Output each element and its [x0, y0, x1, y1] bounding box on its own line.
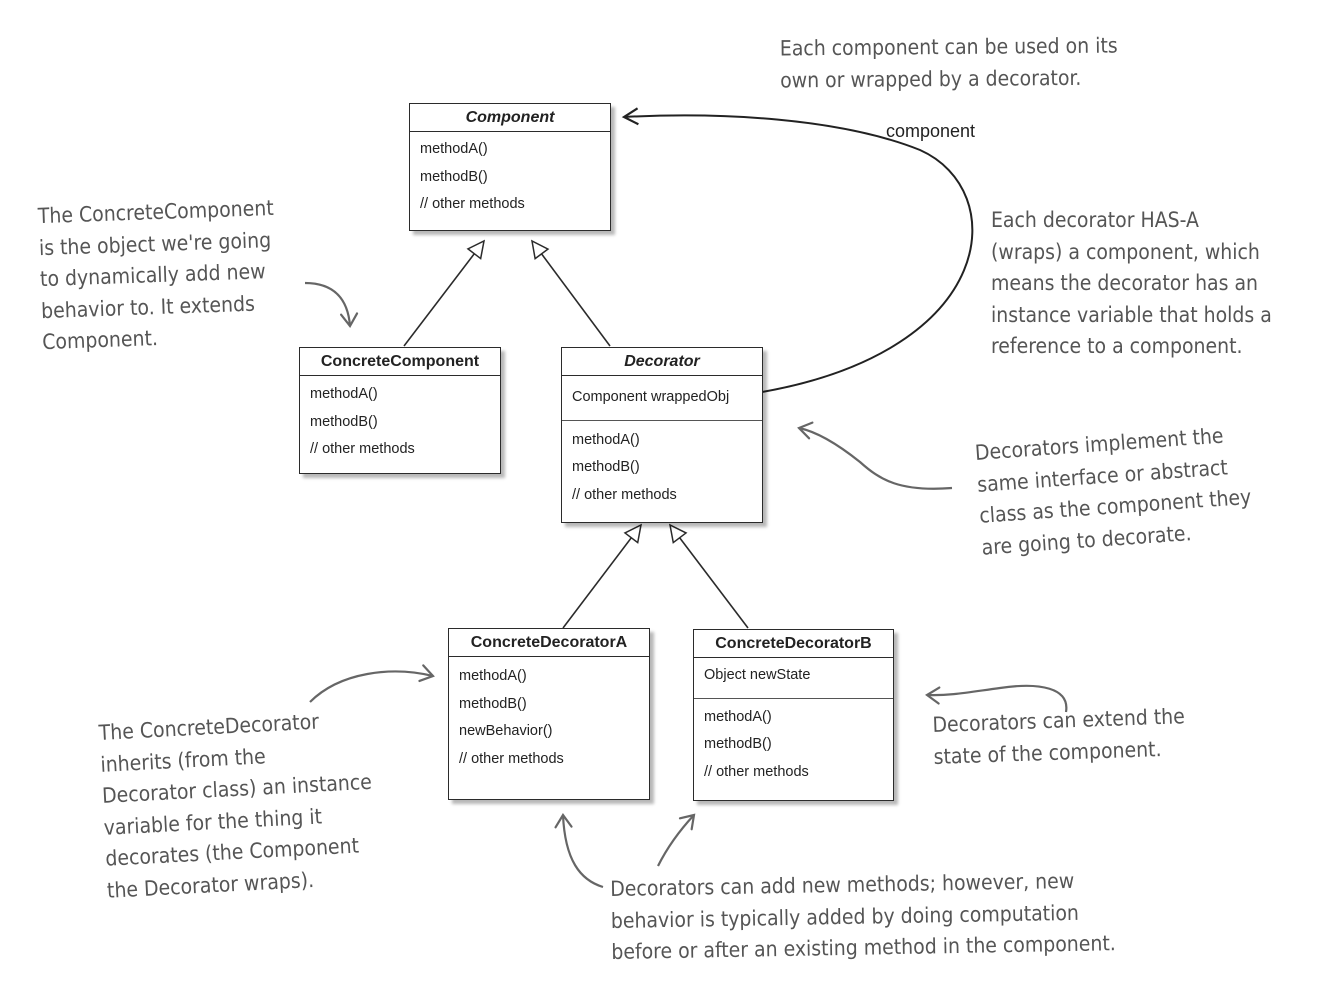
note-arrow-new-methods-a — [554, 813, 604, 889]
association-curve — [621, 107, 974, 393]
methods-section: methodA() methodB() // other methods — [694, 699, 893, 793]
methods-section: methodA() methodB() // other methods — [300, 376, 500, 470]
note-line: Each component can be used on its — [779, 33, 1118, 61]
inherit-concretecomponent-line — [403, 239, 486, 347]
class-concrete-decorator-b: ConcreteDecoratorB Object newState metho… — [693, 629, 894, 801]
method: // other methods — [704, 763, 809, 780]
method: // other methods — [420, 196, 525, 212]
class-concrete-decorator-a: ConcreteDecoratorA methodA() methodB() n… — [448, 628, 650, 800]
note-extend-state: Decorators can extend the state of the c… — [932, 701, 1186, 773]
method: methodB() — [420, 168, 488, 185]
class-concrete-component: ConcreteComponent methodA() methodB() //… — [299, 347, 501, 474]
inherit-decoratora-line — [562, 523, 643, 629]
note-line: Each decorator HAS-A — [991, 208, 1199, 232]
note-same-interface: Decorators implement the same interface … — [974, 419, 1255, 564]
note-line: means the decorator has an — [991, 271, 1259, 295]
method: // other methods — [572, 486, 677, 503]
note-has-a: Each decorator HAS-A (wraps) a component… — [991, 205, 1272, 363]
class-name: ConcreteDecoratorA — [449, 629, 649, 657]
note-arrow-same-interface — [797, 421, 953, 490]
association-label: component — [886, 121, 976, 141]
attribute: Component wrappedObj — [572, 389, 730, 405]
note-arrow-extend-state — [925, 684, 1068, 713]
methods-section: methodA() methodB() // other methods — [410, 132, 610, 225]
methods-section: methodA() methodB() // other methods — [562, 421, 762, 516]
note-line: reference to a component. — [991, 334, 1243, 358]
note-component-usage: Each component can be used on its own or… — [780, 31, 1118, 97]
method: methodA() — [310, 386, 378, 402]
class-decorator: Decorator Component wrappedObj methodA()… — [561, 347, 763, 523]
attributes-section: Component wrappedObj — [562, 376, 762, 421]
class-name: ConcreteDecoratorB — [694, 630, 893, 658]
method: methodA() — [420, 141, 488, 157]
note-line: (wraps) a component, which — [991, 239, 1260, 264]
class-name: Decorator — [562, 348, 762, 376]
method: methodA() — [459, 668, 527, 684]
method: methodA() — [704, 708, 772, 725]
inherit-decoratorb-line — [668, 523, 749, 629]
method: methodB() — [459, 695, 527, 712]
note-concrete-component: The ConcreteComponent is the object we'r… — [37, 193, 278, 359]
methods-section: methodA() methodB() newBehavior() // oth… — [449, 657, 649, 779]
method: newBehavior() — [459, 723, 553, 739]
note-line: own or wrapped by a decorator. — [780, 65, 1082, 92]
note-concrete-decorator: The ConcreteDecorator inherits (from the… — [98, 704, 378, 907]
note-new-methods: Decorators can add new methods; however,… — [610, 865, 1116, 968]
method: // other methods — [310, 441, 415, 457]
note-arrow-new-methods-b — [657, 813, 696, 867]
class-component: Component methodA() methodB() // other m… — [409, 103, 611, 231]
method: methodA() — [572, 431, 640, 448]
inherit-decorator-line — [530, 239, 611, 347]
note-arrow-concrete-component — [304, 281, 359, 328]
class-name: ConcreteComponent — [300, 348, 500, 376]
attributes-section: Object newState — [694, 658, 893, 699]
note-line: instance variable that holds a — [991, 302, 1272, 327]
method: methodB() — [310, 413, 378, 430]
note-arrow-concrete-decorator — [309, 664, 435, 703]
method: methodB() — [572, 459, 640, 475]
class-name: Component — [410, 104, 610, 132]
method: methodB() — [704, 736, 772, 752]
attribute: Object newState — [704, 667, 811, 683]
method: // other methods — [459, 750, 564, 767]
